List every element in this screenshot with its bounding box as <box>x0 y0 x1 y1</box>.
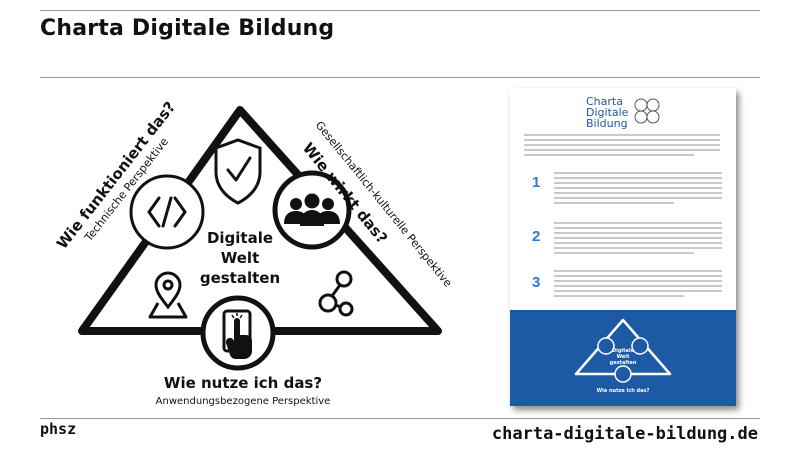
text-line <box>554 172 722 174</box>
text-line <box>554 237 722 239</box>
section-number-1: 1 <box>532 174 541 191</box>
center-line-1: Digitale <box>207 229 273 247</box>
document-logo: Charta Digitale Bildung <box>586 95 629 130</box>
document-logo-icons <box>634 98 660 124</box>
text-line <box>554 187 722 189</box>
text-line <box>554 285 722 287</box>
text-line <box>554 202 674 204</box>
text-line <box>554 177 722 179</box>
mini-bottom-heading: Wie nutze ich das? <box>597 388 650 394</box>
text-line <box>524 134 720 136</box>
text-line <box>524 144 720 146</box>
text-line <box>554 242 722 244</box>
website-url: charta-digitale-bildung.de <box>491 424 758 444</box>
top-rule <box>40 10 760 11</box>
map-pin-icon <box>148 271 188 319</box>
footer-rule <box>40 418 760 419</box>
text-line <box>524 149 720 151</box>
text-line <box>554 222 722 224</box>
section-number-2: 2 <box>532 228 541 245</box>
section-number-3: 3 <box>532 274 541 291</box>
mini-triangle-diagram: Digitale Welt gestalten Wie nutze ich da… <box>574 318 672 394</box>
text-line <box>554 232 722 234</box>
mini-center-line-3: gestalten <box>610 360 637 366</box>
text-line <box>554 182 722 184</box>
center-line-3: gestalten <box>200 269 280 287</box>
bottom-subheading: Anwendungsbezogene Perspektive <box>156 396 331 407</box>
text-line <box>524 154 694 156</box>
text-line <box>554 275 722 277</box>
institution-label: phsz <box>40 420 77 438</box>
text-line <box>554 192 722 194</box>
mini-center-line-1: Digitale <box>612 348 635 354</box>
mini-center-line-2: Welt <box>617 354 630 360</box>
text-line <box>554 290 722 292</box>
bottom-heading: Wie nutze ich das? <box>164 374 322 392</box>
group-icon <box>272 170 352 250</box>
text-line <box>554 295 684 297</box>
text-line <box>524 139 720 141</box>
center-line-2: Welt <box>221 249 260 267</box>
document-blue-footer: Digitale Welt gestalten Wie nutze ich da… <box>510 310 736 406</box>
charta-document-thumbnail: Charta Digitale Bildung 1 2 3 Di <box>510 88 736 406</box>
text-line <box>554 227 722 229</box>
header-rule <box>40 77 760 78</box>
perspectives-triangle-diagram: Digitale Welt gestalten Wie funktioniert… <box>53 98 455 407</box>
text-line <box>554 197 722 199</box>
text-line <box>554 252 694 254</box>
text-line <box>554 270 722 272</box>
text-line <box>554 247 722 249</box>
text-line <box>554 280 722 282</box>
shield-check-icon <box>214 138 262 205</box>
code-icon <box>129 174 205 250</box>
touch-phone-icon <box>200 295 276 371</box>
network-icon <box>318 270 354 317</box>
page-title: Charta Digitale Bildung <box>40 16 335 41</box>
